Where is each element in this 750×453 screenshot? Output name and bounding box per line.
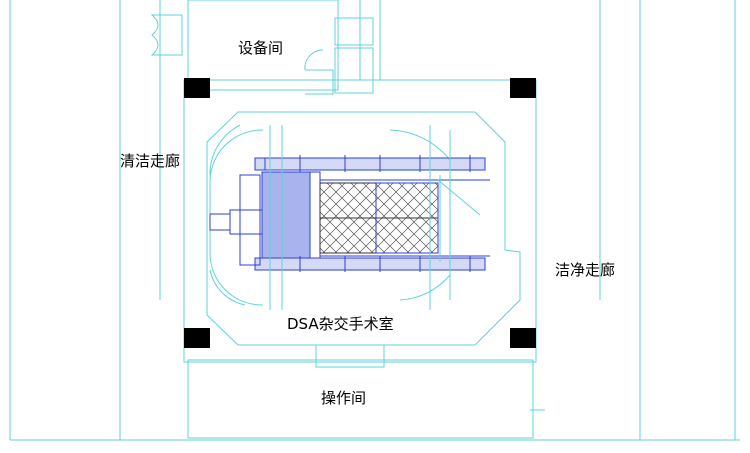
column-top-left xyxy=(184,78,210,98)
columns xyxy=(184,78,536,348)
equipment-room-label: 设备间 xyxy=(238,39,284,57)
column-bottom-right xyxy=(510,328,536,348)
column-top-right xyxy=(510,78,536,98)
operating-room-label: DSA杂交手术室 xyxy=(287,315,394,333)
control-room-label: 操作间 xyxy=(321,389,367,407)
column-bottom-left xyxy=(184,328,210,348)
control-room xyxy=(187,359,545,439)
clean-corridor-left-label: 清洁走廊 xyxy=(120,152,181,170)
dsa-equipment xyxy=(209,124,490,310)
equipment-room xyxy=(150,0,374,95)
clean-corridor-right-label: 洁净走廊 xyxy=(555,261,616,279)
operating-hall xyxy=(183,79,537,368)
building-outline xyxy=(9,0,740,441)
